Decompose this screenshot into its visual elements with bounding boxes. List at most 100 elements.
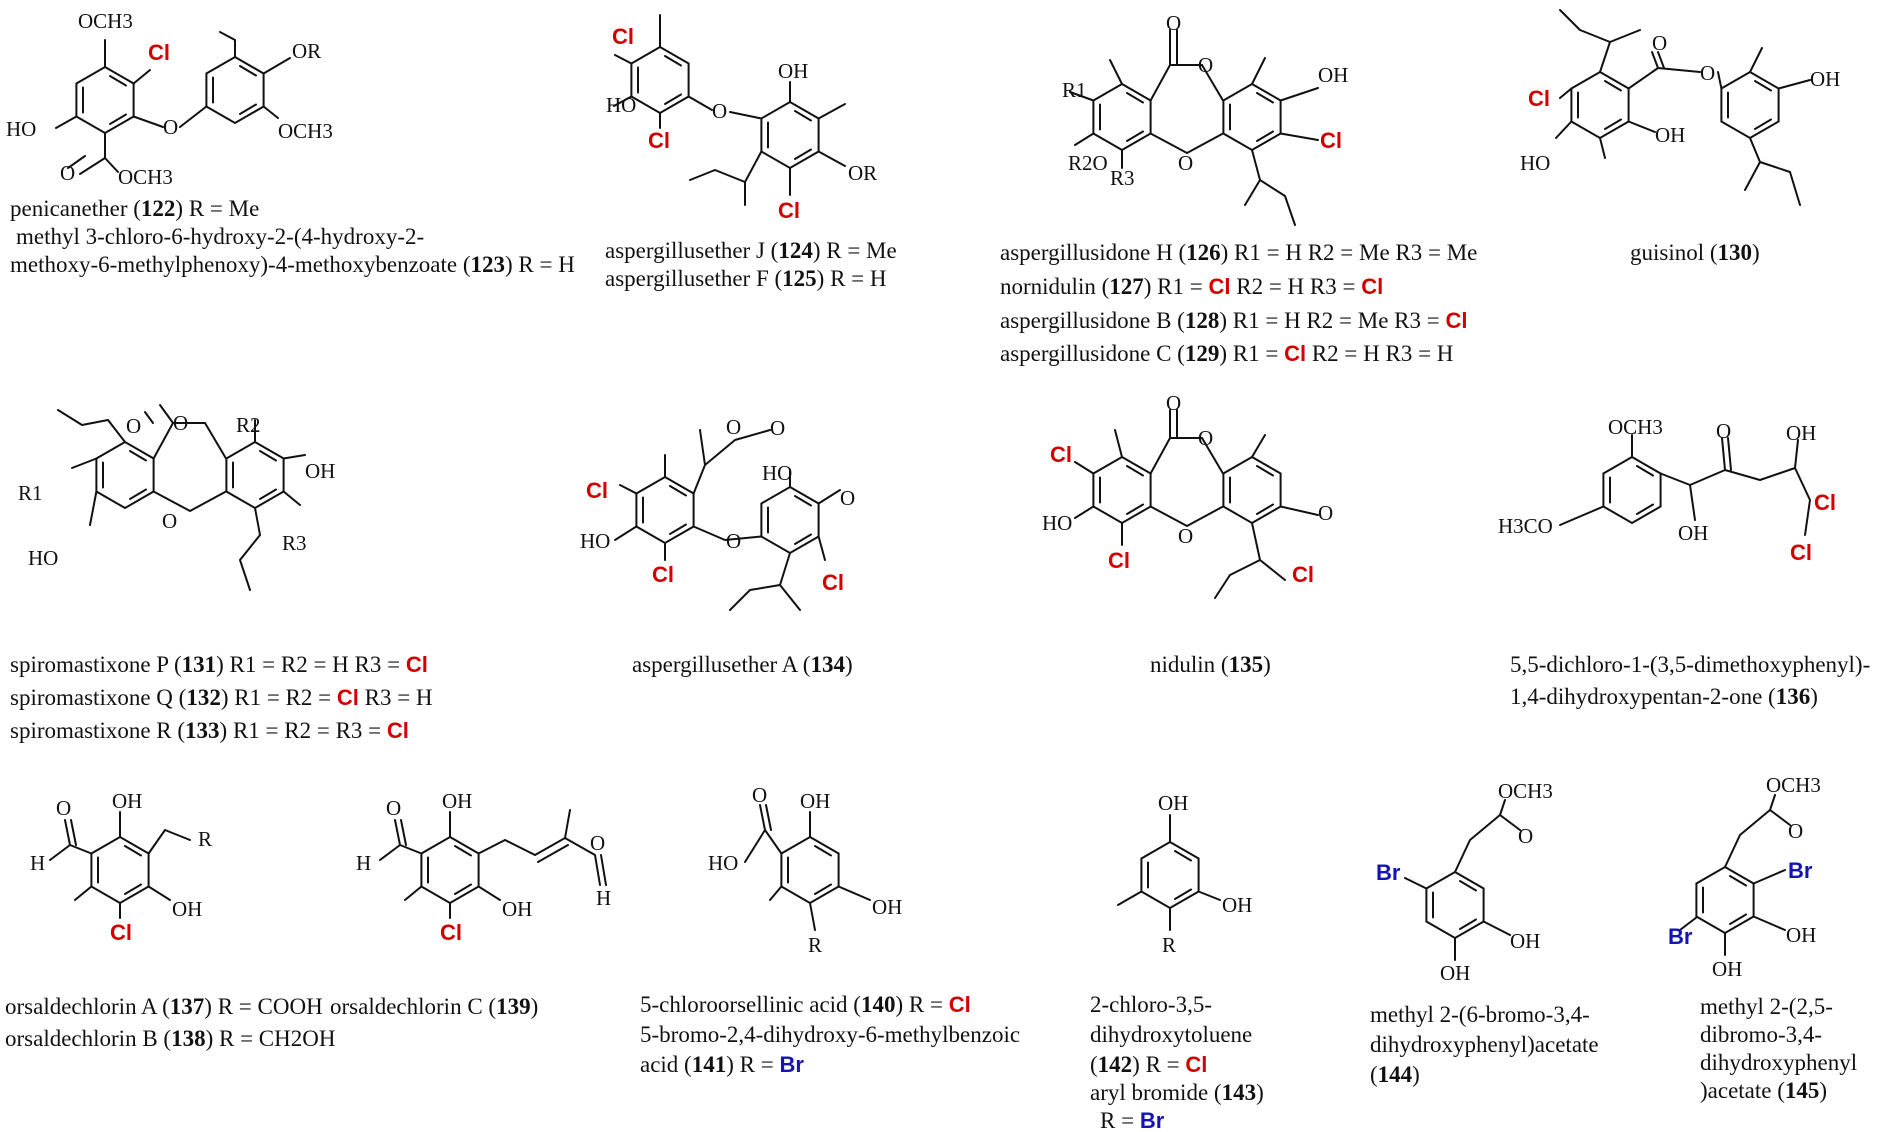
cl-label: Cl [648,128,670,153]
r1-label: R1 [18,481,43,505]
structure-136: OCH3 H3CO OH O OH Cl Cl [1498,415,1836,565]
caption-137: orsaldechlorin A (137) R = COOH [5,994,323,1019]
caption-128: aspergillusidone B (128) R1 = H R2 = Me … [1000,308,1467,333]
oh-label: OH [800,789,830,813]
caption-145-line1: methyl 2-(2,5- [1700,994,1833,1019]
r-label: R [1162,933,1176,957]
structure-142-143: OH OH R [1117,791,1252,957]
ho-label: HO [1042,511,1072,535]
oh-label: OH [1786,421,1816,445]
oh-label: OH [1678,521,1708,545]
carbonyl-o-label: O [1652,31,1667,55]
carbonyl-o-label: O [1518,824,1533,848]
caption-123-line1: methyl 3-chloro-6-hydroxy-2-(4-hydroxy-2… [16,224,424,249]
oh-label: OH [778,59,808,83]
caption-144-line3: (144) [1370,1062,1420,1087]
cl-label: Cl [612,24,634,49]
r1-label: R1 [1062,78,1087,102]
cl-label: Cl [586,478,608,503]
or-label: OR [292,39,321,63]
ester-o-label: O [770,416,785,440]
methoxy-o-label: O [1318,501,1333,525]
cl-label: Cl [110,920,132,945]
structure-137-138: OH O H R OH Cl [30,789,212,945]
carbonyl-o-label: O [1716,419,1731,443]
cl-label: Cl [1320,128,1342,153]
carbonyl-o-label: O [126,414,141,438]
oh-label: OH [1158,791,1188,815]
ester-o-label: O [1700,61,1715,85]
structure-130: O O OH Cl HO OH [1520,9,1840,206]
oh-label: OH [872,895,902,919]
caption-143-line2: R = Br [1100,1108,1165,1132]
caption-134: aspergillusether A (134) [632,652,853,677]
structure-139: OH O H O H OH Cl [356,789,611,945]
structure-122-123: OCH3 Cl HO O O OCH3 OR OCH3 [6,9,333,189]
caption-125: aspergillusether F (125) R = H [605,266,887,291]
och3-label: OCH3 [78,9,133,33]
aldehyde-o-label: O [386,796,401,820]
cl-label: Cl [1292,562,1314,587]
caption-122: penicanether (122) R = Me [10,196,259,221]
ring-o-label: O [1198,53,1213,77]
caption-129: aspergillusidone C (129) R1 = Cl R2 = H … [1000,341,1453,366]
r3-label: R3 [1110,166,1135,190]
ring-o-label: O [1178,524,1193,548]
ring-o-label: O [173,411,188,435]
methoxy-o-label: O [840,486,855,510]
ho-label: HO [6,117,36,141]
r3-label: R3 [282,531,307,555]
or-label: OR [848,161,877,185]
cl-label: Cl [822,570,844,595]
ho-label: HO [1520,151,1550,175]
caption-145-line4: )acetate (145) [1700,1078,1827,1103]
structure-144: OCH3 O Br OH OH [1376,779,1553,985]
caption-143-line1: aryl bromide (143) [1090,1080,1264,1105]
aldehyde-h-label: H [30,851,45,875]
structure-131-133: O O O R2 OH R3 R1 HO [18,404,335,591]
oh-label: OH [172,897,202,921]
oh-label: OH [1222,893,1252,917]
cl-label: Cl [1108,548,1130,573]
oh-label: OH [1810,67,1840,91]
carbonyl-o-label: O [1788,819,1803,843]
carbonyl-o-label: O [1166,391,1181,415]
cl-label: Cl [1050,442,1072,467]
cl-label: Cl [1790,540,1812,565]
caption-127: nornidulin (127) R1 = Cl R2 = H R3 = Cl [1000,274,1383,299]
caption-124: aspergillusether J (124) R = Me [605,238,897,263]
structure-140-141: OH O HO OH R [708,783,902,957]
ho-label: HO [606,93,636,117]
caption-141-line2: acid (141) R = Br [640,1052,804,1077]
ring-o-label: O [1178,151,1193,175]
structure-145: OCH3 O Br Br OH OH [1668,773,1821,981]
caption-136-line2: 1,4-dihydroxypentan-2-one (136) [1510,684,1818,709]
caption-144-line1: methyl 2-(6-bromo-3,4- [1370,1002,1590,1027]
och3-label: OCH3 [118,165,173,189]
caption-123-line2: methoxy-6-methylphenoxy)-4-methoxybenzoa… [10,252,575,277]
br-label: Br [1376,860,1401,885]
h3co-label: H3CO [1498,514,1553,538]
r2o-label: R2O [1068,151,1108,175]
caption-142-line2: dihydroxytoluene [1090,1022,1252,1047]
oh-label: OH [1318,63,1348,87]
structure-134: O O Cl HO Cl O HO O Cl [580,415,855,611]
cl-label: Cl [148,40,170,65]
caption-133: spiromastixone R (133) R1 = R2 = R3 = Cl [10,718,409,743]
och3-label: OCH3 [278,119,333,143]
caption-126: aspergillusidone H (126) R1 = H R2 = Me … [1000,240,1477,265]
caption-141-line1: 5-bromo-2,4-dihydroxy-6-methylbenzoic [640,1022,1020,1047]
br-label: Br [1788,858,1813,883]
cl-label: Cl [778,198,800,223]
r2-label: R2 [236,413,261,437]
oh-label: OH [502,897,532,921]
och3-label: OCH3 [1766,773,1821,797]
structure-124-125: Cl HO Cl O OH OR Cl [606,14,877,223]
oh-label: OH [1440,961,1470,985]
aldehyde-h-label: H [596,886,611,910]
structure-126-129: O O O R1 R2O R3 OH Cl [1062,11,1348,226]
caption-139: orsaldechlorin C (139) [330,994,538,1019]
caption-131: spiromastixone P (131) R1 = R2 = H R3 = … [10,652,428,677]
aldehyde-o-label: O [590,831,605,855]
